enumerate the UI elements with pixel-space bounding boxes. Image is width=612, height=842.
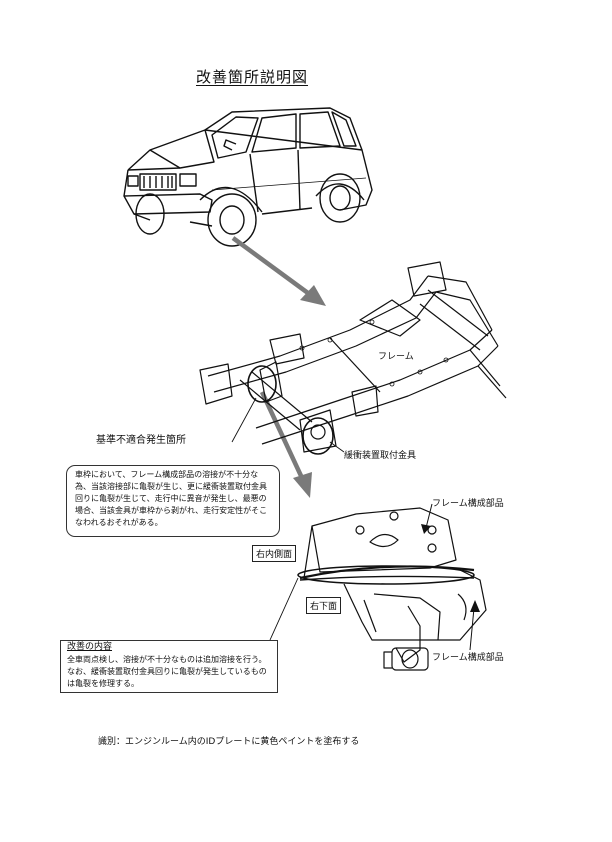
label-right-bottom: 右下面 xyxy=(306,597,342,614)
identification-note: 識別：エンジンルーム内のIDプレートに黄色ペイントを塗布する xyxy=(98,737,360,747)
improvement-heading: 改善の内容 xyxy=(67,642,113,652)
frame-member-arrows xyxy=(421,503,480,651)
improvement-text: 全車両点検し、溶接が不十分なものは追加溶接を行う。なお、緩衝装置取付金具回りに亀… xyxy=(67,655,267,688)
defect-note: 車枠において、フレーム構成部品の溶接が不十分な為、当該溶接部に亀裂が生じ、更に緩… xyxy=(66,465,280,537)
vehicle-drawing xyxy=(123,107,373,247)
improvement-section: 改善の内容 全車両点検し、溶接が不十分なものは追加溶接を行う。なお、緩衝装置取付… xyxy=(60,640,278,693)
label-damper-bracket: 緩衝装置取付金具 xyxy=(344,451,417,461)
label-defect-location: 基準不適合発生箇所 xyxy=(96,435,186,446)
label-frame-member-top: フレーム構成部品 xyxy=(432,499,504,509)
label-frame: フレーム xyxy=(378,352,414,362)
label-frame-member-bottom: フレーム構成部品 xyxy=(432,653,504,663)
frame-drawing xyxy=(199,261,507,455)
pointer-arrows xyxy=(231,236,326,498)
detail-drawing xyxy=(297,507,487,671)
page-title: 改善箇所説明図 xyxy=(196,68,309,86)
label-right-inner-side: 右内側面 xyxy=(252,545,297,562)
improvement-frame: 改善の内容 全車両点検し、溶接が不十分なものは追加溶接を行う。なお、緩衝装置取付… xyxy=(60,640,278,693)
defect-note-text: 車枠において、フレーム構成部品の溶接が不十分な為、当該溶接部に亀裂が生じ、更に緩… xyxy=(75,470,268,527)
